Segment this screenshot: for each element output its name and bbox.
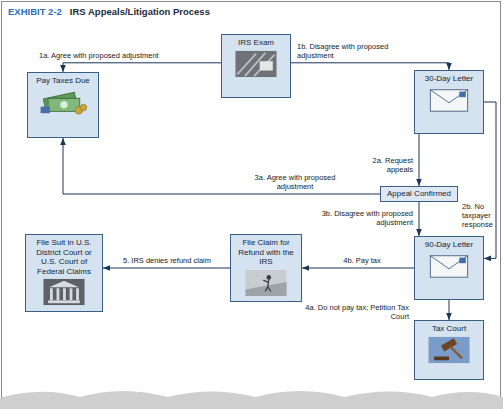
edge-label: 5. IRS denies refund claim (108, 256, 226, 265)
connector-arrow (63, 63, 221, 72)
envelope-picture (419, 252, 479, 280)
money-picture (32, 88, 94, 116)
exam-picture (226, 50, 286, 78)
header: EXHIBIT 2-2 IRS Appeals/Litigation Proces… (8, 6, 218, 17)
edge-label: 2b. No taxpayer response (461, 202, 493, 229)
edge-label: 3a. Agree with proposed adjustment (240, 173, 350, 191)
claim-picture (235, 269, 297, 297)
outcome-box: Pay Taxes Due (27, 72, 99, 138)
edge-label: 4a. Do not pay tax; Petition Tax Court (296, 303, 410, 321)
courthouse-picture (30, 278, 98, 306)
box-label: Tax Court (419, 324, 479, 334)
box-label: IRS Exam (226, 38, 286, 48)
court-box: File Suit in U.S. District Court or U.S.… (25, 234, 103, 312)
process-box: File Claim for Refund with the IRS (230, 234, 302, 302)
connector-arrow (302, 268, 414, 269)
box-label: 30-Day Letter (419, 74, 479, 84)
connector-arrow (63, 138, 380, 194)
process-box: IRS Exam (221, 34, 291, 98)
connector-arrow (484, 102, 496, 258)
connector-arrow (103, 268, 230, 269)
letter-box: 30-Day Letter (414, 70, 484, 134)
diagram-title: IRS Appeals/Litigation Process (70, 6, 210, 17)
edge-label: 2a. Request appeals (352, 156, 414, 174)
connector-arrow (419, 202, 420, 236)
torn-edge (0, 391, 503, 409)
edge-label: 1a. Agree with proposed adjustment (38, 51, 213, 60)
gavel-picture (419, 336, 479, 364)
edge-label: 4b. Pay tax (314, 256, 410, 265)
status-box: Appeal Confirmed (380, 186, 458, 202)
box-label: File Claim for Refund with the IRS (235, 238, 297, 267)
frame-border (2, 2, 501, 398)
edge-label: 1b. Disagree with proposed adjustment (296, 42, 408, 60)
connector-arrow (291, 63, 449, 70)
connector-arrow (419, 134, 420, 186)
box-label: Pay Taxes Due (32, 76, 94, 86)
court-box: Tax Court (414, 320, 484, 380)
letter-box: 90-Day Letter (414, 236, 484, 300)
box-label: Appeal Confirmed (384, 189, 454, 199)
exhibit-number: EXHIBIT 2-2 (8, 6, 62, 17)
box-label: File Suit in U.S. District Court or U.S.… (30, 238, 98, 276)
edge-label: 3b. Disagree with proposed adjustment (296, 209, 414, 227)
connector-arrow (449, 300, 450, 320)
box-label: 90-Day Letter (419, 240, 479, 250)
envelope-picture (419, 86, 479, 114)
